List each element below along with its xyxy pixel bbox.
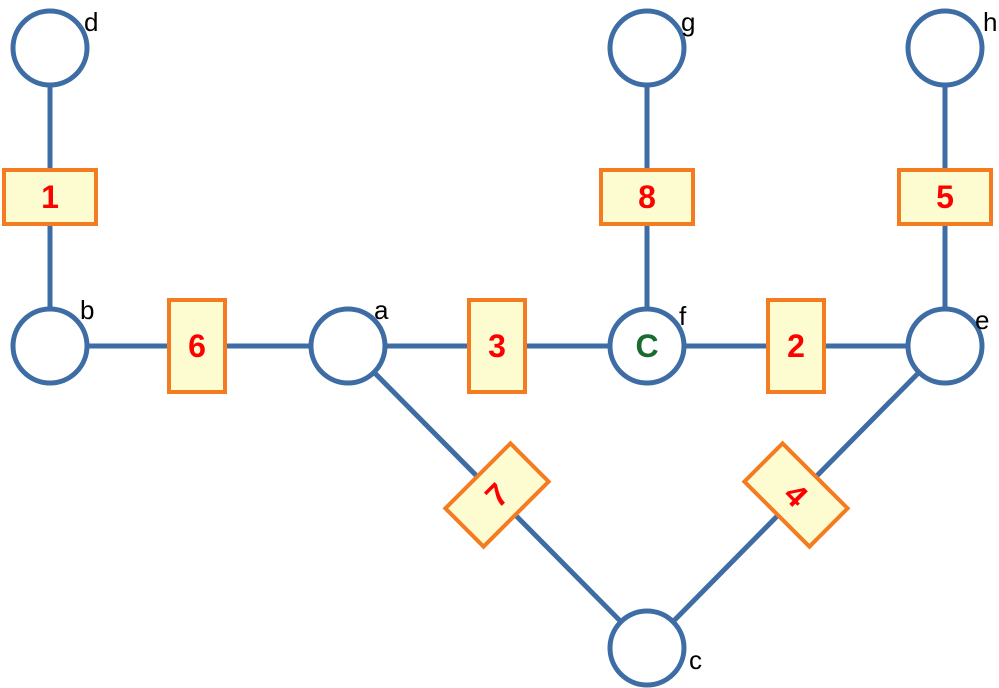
node-a: a [308, 295, 389, 386]
weight-box [2, 168, 98, 226]
node-h: h [905, 7, 997, 88]
weight-box [897, 168, 993, 226]
weight-box [599, 168, 695, 226]
node-circle [607, 608, 687, 688]
node-label: b [80, 295, 94, 325]
edge-weight-h-e: 5 [897, 168, 993, 226]
node-mark: C [635, 328, 658, 364]
weight-value: 2 [787, 328, 805, 364]
node-label: e [975, 305, 989, 335]
edge-weight-g-f: 8 [599, 168, 695, 226]
node-e: e [905, 305, 989, 386]
node-label: a [374, 295, 389, 325]
node-circle [905, 8, 985, 88]
node-label: c [689, 645, 702, 675]
node-label: h [983, 7, 997, 37]
node-b: b [10, 295, 94, 386]
node-label: g [681, 7, 695, 37]
node-circle [10, 8, 90, 88]
node-c: c [607, 608, 702, 688]
node-circle [308, 306, 388, 386]
edge-weight-a-f: 3 [467, 298, 527, 394]
edge-weight-d-b: 1 [2, 168, 98, 226]
node-circle [905, 306, 985, 386]
node-circle [607, 8, 687, 88]
weight-value: 1 [41, 179, 59, 215]
node-circle [607, 306, 687, 386]
node-f: Cf [607, 301, 687, 386]
node-d: d [10, 7, 98, 88]
edge-weight-a-c: 7 [442, 440, 552, 550]
edge-weight-c-e: 4 [741, 440, 851, 550]
edge-weight-b-a: 6 [167, 298, 227, 394]
weight-value: 6 [188, 328, 206, 364]
node-label: d [84, 7, 98, 37]
weight-value: 3 [488, 328, 506, 364]
weights-layer: 1 6 3 8 2 5 7 4 [2, 168, 993, 550]
weight-box [442, 440, 552, 550]
weight-box [741, 440, 851, 550]
weight-value: 8 [638, 179, 656, 215]
weight-box [167, 298, 227, 394]
edge-weight-f-e: 2 [766, 298, 826, 394]
node-label: f [679, 301, 687, 331]
weight-box [467, 298, 527, 394]
weight-box [766, 298, 826, 394]
node-g: g [607, 7, 695, 88]
node-circle [10, 306, 90, 386]
weight-value: 5 [936, 179, 954, 215]
